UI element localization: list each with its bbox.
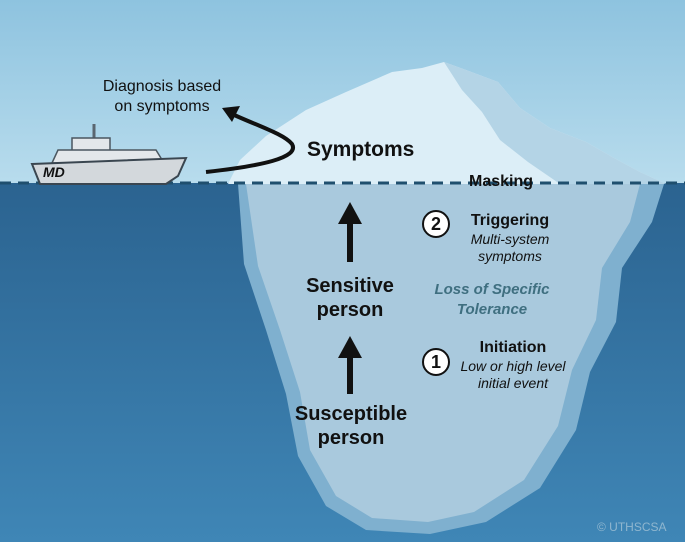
sensitive-label-line2: person xyxy=(316,299,384,321)
sensitive-person-label: Sensitive person xyxy=(288,274,412,322)
stage-subtitle-line2: symptoms xyxy=(478,248,542,264)
up-arrow-icon xyxy=(338,202,362,224)
susceptible-label-line1: Susceptible xyxy=(294,403,408,425)
curved-arrow-head xyxy=(222,106,240,122)
curved-arrow-icon xyxy=(205,112,295,174)
masking-label: Masking xyxy=(469,173,534,190)
stage-subtitle-line1: Multi-system xyxy=(470,231,550,247)
stage-subtitle-line1: Low or high level xyxy=(460,358,566,374)
triggering-block: Triggering Multi-system symptoms xyxy=(450,211,570,265)
credit-label: © UTHSCSA xyxy=(597,520,667,534)
sensitive-label-line1: Sensitive xyxy=(306,275,394,297)
iceberg-shade-icon xyxy=(444,62,666,184)
ship-label: MD xyxy=(43,164,65,180)
diagnosis-label-line2: on symptoms xyxy=(114,98,210,115)
loss-label-line1: Loss of Specific xyxy=(434,281,550,298)
diagnosis-label: Diagnosis based on symptoms xyxy=(84,77,240,117)
stage-title: Initiation xyxy=(479,339,547,356)
susceptible-person-label: Susceptible person xyxy=(284,402,418,450)
stage-subtitle-line2: initial event xyxy=(477,375,549,391)
stage-title: Triggering xyxy=(470,212,550,229)
susceptible-label-line2: person xyxy=(317,427,385,449)
ship-icon xyxy=(30,124,188,185)
loss-of-tolerance-label: Loss of Specific Tolerance xyxy=(420,280,564,320)
stage-number-badge: 2 xyxy=(422,210,450,238)
diagnosis-label-line1: Diagnosis based xyxy=(102,78,222,95)
stage-number-badge: 1 xyxy=(422,348,450,376)
initiation-block: Initiation Low or high level initial eve… xyxy=(446,338,580,392)
up-arrow-lower-icon xyxy=(338,336,362,358)
symptoms-label: Symptoms xyxy=(307,138,415,161)
loss-label-line2: Tolerance xyxy=(456,301,528,318)
